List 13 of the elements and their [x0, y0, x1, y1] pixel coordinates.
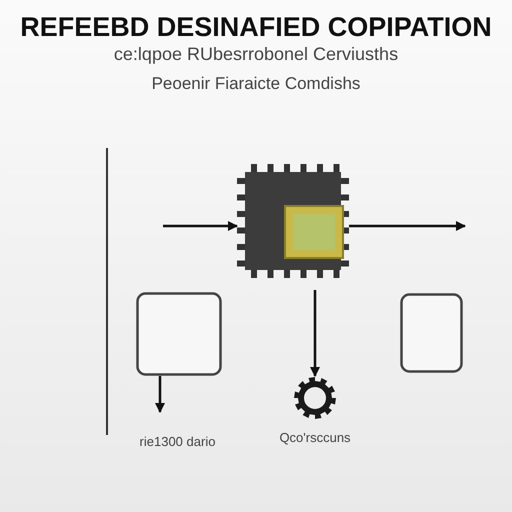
caption-text: rie1300 dario	[138, 434, 216, 449]
subtitle: ce:lqpoe RUbesrrobonel Cerviusths	[112, 44, 400, 65]
title: REFEEBD DESINAFIED COPIPATION	[19, 12, 493, 43]
arrow	[163, 221, 238, 231]
arrow	[310, 290, 320, 377]
arrow	[155, 376, 165, 413]
gear-icon	[293, 376, 337, 420]
empty-box	[136, 292, 222, 376]
chip-icon	[237, 164, 349, 278]
caption-text: Qco'rsccuns	[278, 430, 352, 445]
subtitle: Peoenir Fiaraicte Comdishs	[150, 74, 362, 94]
arrow	[349, 221, 466, 231]
empty-box	[400, 293, 463, 373]
